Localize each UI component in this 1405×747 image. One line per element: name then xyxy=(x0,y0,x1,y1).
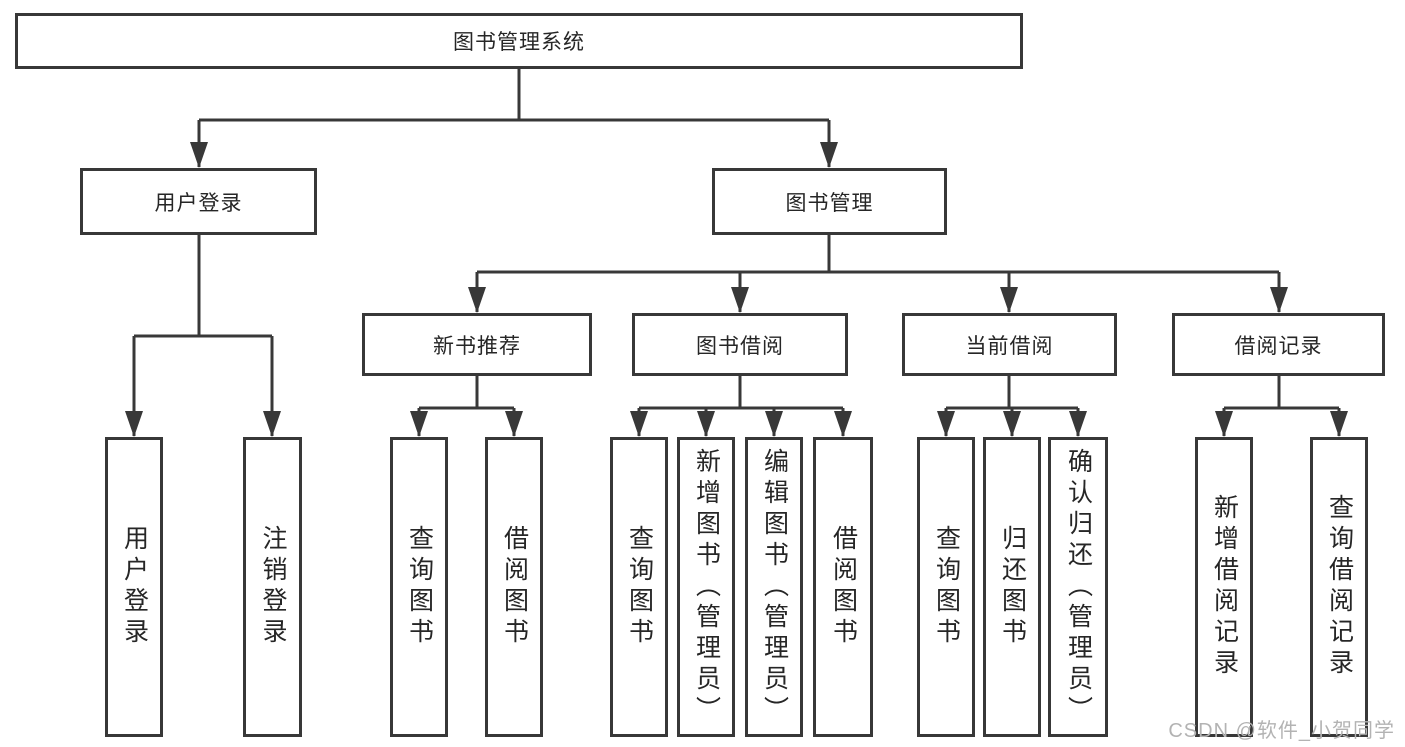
leaf-current-query-books-label: 查询图书 xyxy=(932,525,961,649)
connector-book-management xyxy=(468,235,1288,313)
node-root-label: 图书管理系统 xyxy=(453,31,585,54)
node-borrow-records-label: 借阅记录 xyxy=(1234,334,1323,358)
leaf-borrow-edit-books-admin-label: 编辑图书（管理员） xyxy=(760,447,789,727)
connector-borrow-records xyxy=(1215,376,1348,437)
connector-new-book xyxy=(410,376,523,437)
leaf-newbook-query-books: 查询图书 xyxy=(390,437,448,737)
connector-book-borrow xyxy=(630,376,852,437)
leaf-borrow-edit-books-admin: 编辑图书（管理员） xyxy=(745,437,803,737)
leaf-logout: 注销登录 xyxy=(243,437,302,737)
leaf-records-query-record-label: 查询借阅记录 xyxy=(1325,494,1354,680)
node-borrow-records: 借阅记录 xyxy=(1172,313,1385,376)
leaf-user-login-label: 用户登录 xyxy=(120,525,149,649)
node-book-management-label: 图书管理 xyxy=(785,191,874,215)
leaf-newbook-borrow-books: 借阅图书 xyxy=(485,437,543,737)
leaf-borrow-borrow-books-label: 借阅图书 xyxy=(829,525,858,649)
connector-root xyxy=(190,69,838,168)
leaf-newbook-borrow-books-label: 借阅图书 xyxy=(500,525,529,649)
leaf-records-add-record-label: 新增借阅记录 xyxy=(1210,494,1239,680)
leaf-current-confirm-return-admin-label: 确认归还（管理员） xyxy=(1064,447,1093,727)
leaf-newbook-query-books-label: 查询图书 xyxy=(405,525,434,649)
leaf-records-add-record: 新增借阅记录 xyxy=(1195,437,1253,737)
node-new-book-recommend: 新书推荐 xyxy=(362,313,592,376)
watermark: CSDN @软件_小贺同学 xyxy=(1168,720,1395,742)
leaf-user-login: 用户登录 xyxy=(105,437,163,737)
connector-user-login xyxy=(125,235,281,437)
node-current-borrow-label: 当前借阅 xyxy=(965,334,1054,358)
node-new-book-recommend-label: 新书推荐 xyxy=(433,334,521,358)
leaf-current-return-books-label: 归还图书 xyxy=(998,525,1027,649)
leaf-current-confirm-return-admin: 确认归还（管理员） xyxy=(1048,437,1108,737)
leaf-borrow-borrow-books: 借阅图书 xyxy=(813,437,873,737)
leaf-borrow-query-books-label: 查询图书 xyxy=(625,525,654,649)
node-root: 图书管理系统 xyxy=(15,13,1023,69)
leaf-borrow-add-books-admin: 新增图书（管理员） xyxy=(677,437,735,737)
leaf-records-query-record: 查询借阅记录 xyxy=(1310,437,1368,737)
node-book-borrow-label: 图书借阅 xyxy=(696,334,784,358)
node-book-borrow: 图书借阅 xyxy=(632,313,848,376)
connector-current-borrow xyxy=(937,376,1087,437)
node-book-management: 图书管理 xyxy=(712,168,947,235)
node-current-borrow: 当前借阅 xyxy=(902,313,1117,376)
node-user-login: 用户登录 xyxy=(80,168,317,235)
leaf-borrow-query-books: 查询图书 xyxy=(610,437,668,737)
leaf-current-query-books: 查询图书 xyxy=(917,437,975,737)
leaf-borrow-add-books-admin-label: 新增图书（管理员） xyxy=(692,447,721,727)
leaf-current-return-books: 归还图书 xyxy=(983,437,1041,737)
node-user-login-label: 用户登录 xyxy=(154,191,243,215)
leaf-logout-label: 注销登录 xyxy=(259,525,287,649)
